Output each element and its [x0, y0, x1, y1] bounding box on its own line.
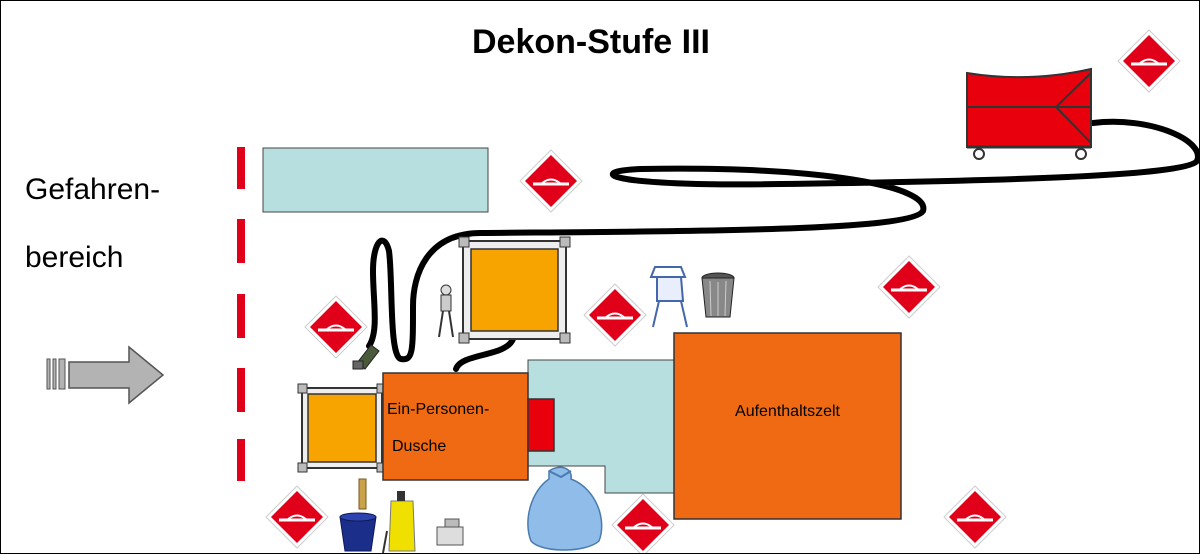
- hazard-zone-label-line1: Gefahren-: [25, 173, 161, 206]
- shower-label-line2: Dusche: [392, 438, 447, 455]
- bag-stand-icon: [649, 266, 688, 328]
- hazard-diamond-icon: [942, 484, 1008, 550]
- trash-bag-icon: [527, 466, 603, 551]
- hazard-zone-label-line2: bereich: [25, 241, 124, 274]
- pump-icon: [436, 518, 464, 546]
- bin-icon: [701, 272, 735, 318]
- shower-door: [527, 398, 555, 452]
- nozzle-icon: [352, 344, 380, 370]
- hazard-diamond-icon: [303, 294, 369, 360]
- trailer-icon: [966, 67, 1092, 160]
- tent-label: Aufenthaltszelt: [735, 403, 840, 420]
- boundary-line: [237, 147, 245, 481]
- basin-icon: [297, 383, 387, 473]
- water-hose: [366, 118, 1199, 372]
- hazard-diamond-icon: [876, 254, 942, 320]
- hazard-diamond-icon: [610, 492, 676, 553]
- brush-icon: [358, 478, 367, 510]
- hazard-diamond-icon: [582, 282, 648, 348]
- spray-bottle-icon: [382, 491, 416, 553]
- stand-icon: [438, 284, 454, 338]
- bucket-icon: [339, 512, 377, 552]
- staging-area: [262, 147, 489, 213]
- basin-icon: [458, 236, 571, 344]
- page-title: Dekon-Stufe III: [471, 23, 711, 61]
- arrow-icon: [46, 345, 165, 405]
- shower-label-line1: Ein-Personen-: [387, 401, 490, 418]
- hazard-diamond-icon: [518, 148, 584, 214]
- hazard-diamond-icon: [264, 484, 330, 550]
- shower-box: [382, 372, 529, 481]
- tent-box: [673, 332, 902, 520]
